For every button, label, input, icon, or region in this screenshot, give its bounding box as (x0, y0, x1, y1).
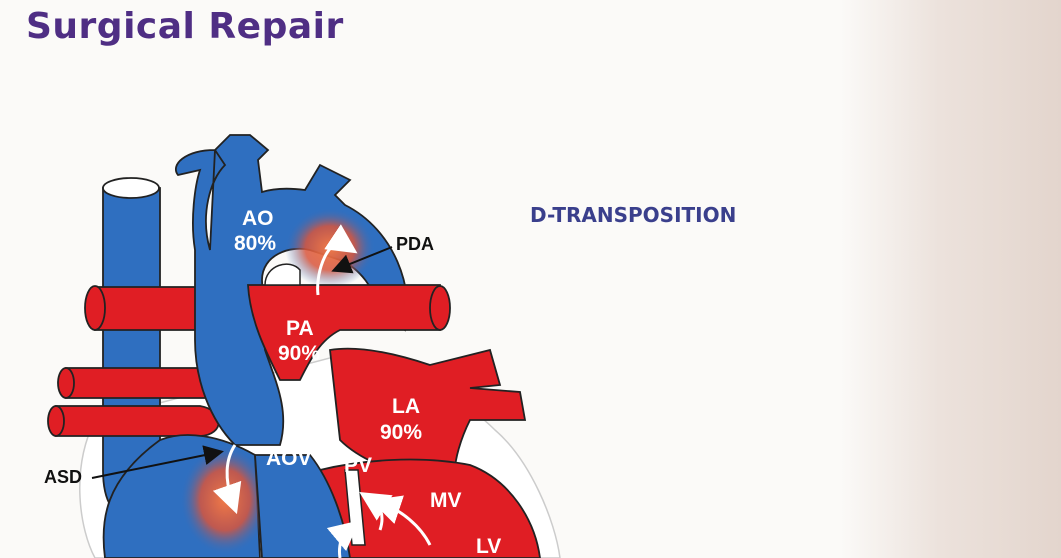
pulmonary-vein-lower (55, 405, 220, 437)
label-ao-sat: 80% (234, 232, 276, 255)
label-pa-sat: 90% (278, 342, 320, 365)
label-lv: LV (476, 535, 501, 558)
page-title: Surgical Repair (26, 6, 344, 47)
label-pv: PV (344, 454, 372, 477)
label-mv: MV (430, 489, 462, 512)
label-asd: ASD (44, 467, 82, 487)
pulmonary-artery (247, 284, 441, 381)
page-edge-shadow (840, 0, 1061, 558)
ventricular-septum (344, 469, 366, 546)
label-la: LA (392, 395, 420, 418)
pv-lower-opening (47, 405, 65, 437)
pv-upper-opening (57, 367, 75, 399)
ductus-window (264, 263, 301, 286)
label-pa: PA (286, 317, 314, 340)
label-pda: PDA (396, 234, 434, 254)
pda-leader (331, 246, 393, 274)
lv-flow-arrow-2 (370, 495, 432, 546)
rv-flow-arrow (326, 520, 360, 558)
lpa-opening (429, 285, 451, 331)
pulmonary-vein-upper (65, 367, 219, 399)
label-aov: AOV (266, 447, 312, 470)
asd-flow-arrow (212, 444, 242, 515)
rpa-opening (84, 285, 106, 331)
svc-opening (102, 177, 160, 199)
pda-flow-arrow (316, 224, 358, 296)
label-ao: AO (242, 207, 274, 230)
asd-leader (91, 445, 224, 479)
label-la-sat: 90% (380, 421, 422, 444)
diagram-subtitle: D-TRANSPOSITION (530, 203, 737, 227)
